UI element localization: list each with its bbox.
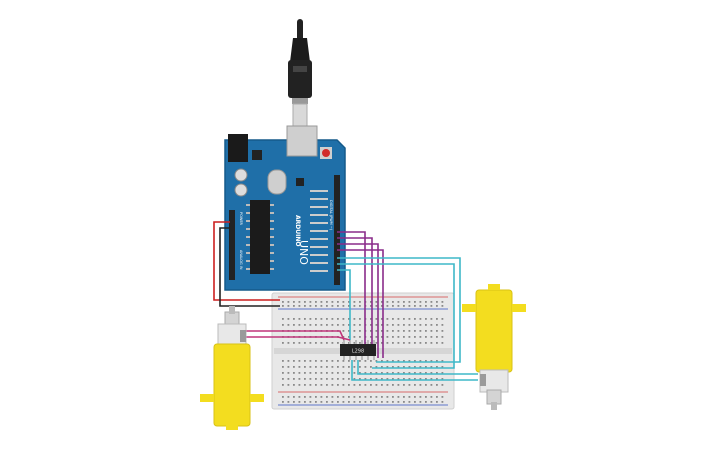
arduino-model-text: UNO [297, 240, 310, 265]
motor-wire-right-2[interactable] [351, 360, 478, 381]
control-wire-1[interactable] [337, 231, 366, 344]
wires [213, 221, 478, 381]
capacitor [234, 183, 248, 197]
motor-wire-left-2[interactable] [244, 336, 351, 341]
analog-pins-label: ANALOG IN [239, 250, 243, 270]
power-pins-label: POWER [239, 212, 243, 226]
enable-wire-2[interactable] [337, 263, 455, 369]
motor-wire-left-1[interactable] [244, 330, 345, 341]
digital-pins-label: DIGITAL (PWM ~) [329, 200, 333, 231]
crystal-oscillator [267, 169, 287, 195]
ground-wire[interactable] [219, 227, 280, 307]
digital-header [334, 175, 340, 285]
usb-cable[interactable] [288, 19, 312, 129]
control-wire-2[interactable] [337, 237, 373, 344]
arduino-logo-text: ARDUINO [294, 215, 301, 246]
dc-motor-left[interactable] [200, 306, 264, 430]
arduino-uno-board[interactable]: ARDUINO UNO DIGITAL (PWM ~) POWER ANALOG… [224, 125, 346, 291]
usb-port [286, 125, 318, 157]
dc-motor-right[interactable] [462, 284, 526, 410]
power-header [229, 210, 235, 280]
capacitor [234, 168, 248, 182]
motor-wire-right-1[interactable] [357, 360, 478, 375]
control-wire-3[interactable] [337, 243, 379, 358]
l298-driver-chip[interactable]: L298 [340, 340, 376, 360]
control-wire-4[interactable] [337, 249, 384, 358]
enable-wire-3[interactable] [337, 269, 351, 340]
power-wire[interactable] [213, 221, 280, 301]
l298-label: L298 [352, 349, 364, 355]
power-jack [228, 134, 248, 162]
enable-wire-1[interactable] [337, 257, 461, 363]
atmega-chip [250, 200, 270, 274]
